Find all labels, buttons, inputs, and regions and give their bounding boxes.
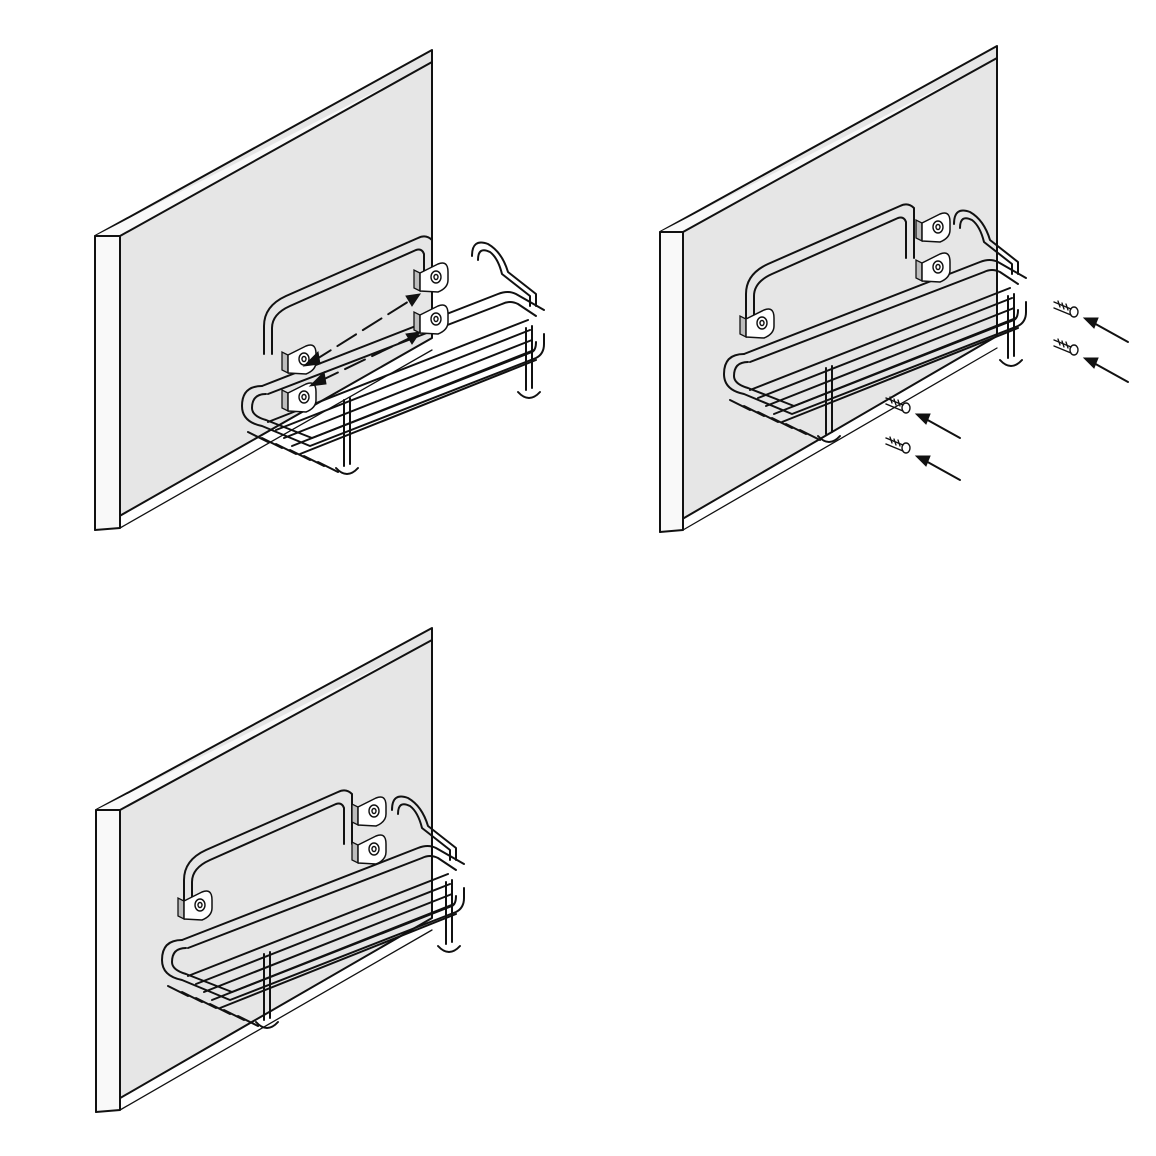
panel-3 — [95, 627, 465, 1113]
panel-2 — [659, 45, 1129, 533]
panel-1 — [94, 49, 545, 531]
wall-panel — [659, 45, 998, 533]
wall-panel — [94, 49, 433, 531]
arrow — [302, 293, 422, 387]
wall-panel — [95, 627, 433, 1113]
arrow — [914, 317, 1129, 481]
